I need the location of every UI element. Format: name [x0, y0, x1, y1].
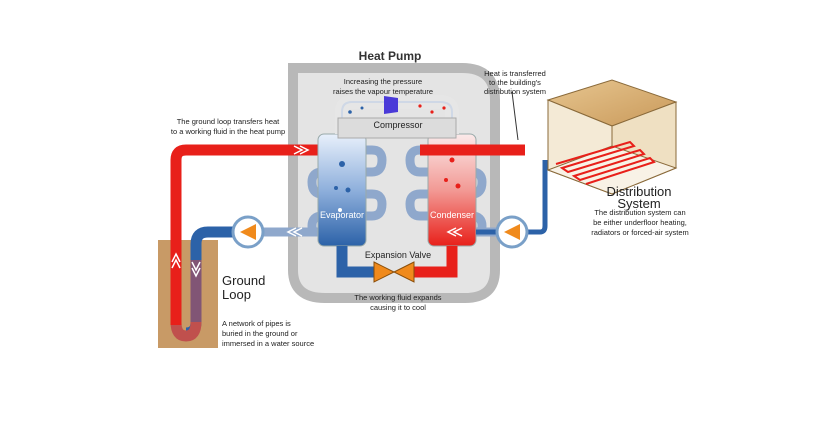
ground-note-line2: buried in the ground or — [222, 329, 298, 338]
underfloor-heating-coil — [555, 140, 656, 185]
distribution-note-line2: be either underfloor heating, — [593, 218, 687, 227]
ground-loop-warm-pipe — [170, 144, 318, 325]
flow-arrows — [171, 145, 463, 278]
condenser-label: Condenser — [430, 210, 474, 220]
compressor-label: Compressor — [373, 120, 422, 130]
expansion-note-line1: The working fluid expands — [354, 293, 441, 302]
heat-transfer-line2: to the building's — [489, 78, 541, 87]
ground-loop-bottom-bend — [170, 321, 202, 342]
distribution-note-line1: The distribution system can — [594, 208, 685, 217]
expansion-valve-label: Expansion Valve — [365, 250, 431, 260]
heat-transfer-pointer — [511, 91, 519, 141]
ground-transfer-line1: The ground loop transfers heat — [177, 117, 280, 126]
expansion-valve-icon — [373, 261, 415, 283]
valve-to-condenser-pipe — [410, 246, 458, 278]
evaporator-label: Evaporator — [320, 210, 364, 220]
compressor-housing — [337, 117, 457, 139]
heat-pump-title: Heat Pump — [359, 49, 422, 63]
compressor-note-line1: Increasing the pressure — [344, 77, 422, 86]
ground-note-line3: immersed in a water source — [222, 339, 314, 348]
distribution-pump-icon — [495, 215, 529, 249]
heat-transfer-line3: distribution system — [484, 87, 546, 96]
compressor-note-line2: raises the vapour temperature — [333, 87, 433, 96]
house-illustration — [546, 79, 678, 195]
distribution-label-line2: System — [617, 196, 660, 211]
compressor-icon — [384, 96, 398, 114]
ground-transfer-line2: to a working fluid in the heat pump — [171, 127, 285, 136]
ground-loop-label-line1: Ground — [222, 273, 265, 288]
heat-transfer-line1: Heat is transferred — [484, 69, 546, 78]
ground-loop-pump-icon — [231, 215, 265, 249]
ground-loop-label-line2: Loop — [222, 287, 251, 302]
distribution-label-line1: Distribution — [606, 184, 671, 199]
distribution-note-line3: radiators or forced-air system — [591, 228, 689, 237]
expansion-note-line2: causing it to cool — [370, 303, 426, 312]
evaporator-vessel — [317, 133, 367, 247]
fluid-droplets — [334, 104, 461, 212]
evaporator-to-valve-pipe — [336, 246, 378, 278]
ground-note-line1: A network of pipes is — [222, 319, 291, 328]
distribution-return-pipe — [476, 160, 548, 235]
